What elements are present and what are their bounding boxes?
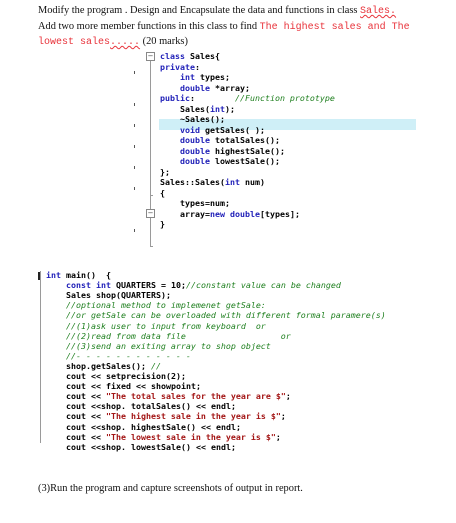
class-code-line-7: ~Sales();: [180, 114, 225, 124]
instruction-line-2: Add two more member functions in this cl…: [38, 20, 410, 34]
main-code-line-4: //optional method to implemenet getSale:: [66, 300, 266, 311]
instruction-line-1: Modify the program . Design and Encapsul…: [38, 4, 396, 18]
main-code-text: int main() { const int QUARTERS = 10;//c…: [46, 270, 451, 452]
squiggle-marker: .....: [110, 37, 141, 48]
class-code-line-2: private:: [160, 61, 200, 72]
main-code-line-18: cout <<shop. lowestSale() << endl;: [66, 441, 236, 452]
class-code-line-4: double *array;: [180, 82, 250, 93]
class-code-text: class Sales{private: int types; double *…: [160, 51, 420, 251]
class-code-line-16: array=new double[types];: [180, 208, 300, 219]
class-code-line-15: types=num;: [180, 198, 230, 208]
main-code-line-15: cout << "The highest sale in the year is…: [66, 411, 286, 422]
class-name-sales: Sales.: [360, 6, 397, 17]
footer-instruction: (3)Run the program and capture screensho…: [38, 483, 303, 494]
highlight-highest-sales: The highest sales and The: [259, 22, 410, 33]
main-code-line-17: cout << "The lowest sale in the year is …: [66, 431, 281, 442]
main-code-line-14: cout <<shop. totalSales() << endl;: [66, 401, 236, 412]
instruction-line-1-prefix: Modify the program . Design and Encapsul…: [38, 5, 361, 16]
main-code-line-8: //(3)send an exiting array to shop objec…: [66, 340, 271, 351]
fold-class-icon: −: [146, 52, 155, 61]
main-code-line-13: cout << "The total sales for the year ar…: [66, 391, 291, 402]
main-code-line-6: //(1)ask user to input from keyboard or: [66, 320, 266, 331]
main-code-line-5: //or getSale can be overloaded with diff…: [66, 310, 386, 321]
main-code-line-12: cout << fixed << showpoint;: [66, 381, 201, 392]
class-code-line-8: void getSales( );: [180, 124, 265, 135]
class-code-line-3: int types;: [180, 72, 230, 82]
class-code-line-6: Sales(int);: [180, 103, 235, 114]
change-bar: [38, 272, 40, 280]
main-code-line-11: cout << setprecision(2);: [66, 371, 186, 381]
class-code-line-12: };: [160, 166, 170, 177]
main-code-line-7: //(2)read from data file or: [66, 330, 291, 341]
main-code-line-16: cout <<shop. highestSale() << endl;: [66, 421, 241, 432]
class-code-line-1: class Sales{: [160, 51, 220, 61]
instruction-line-3: lowest sales..... (20 marks): [38, 35, 188, 49]
main-code-line-10: shop.getSales(); //: [66, 360, 161, 371]
class-code-line-14: {: [160, 187, 165, 198]
main-code-line-1: int main() {: [46, 270, 111, 280]
class-code-line-17: }: [160, 219, 165, 229]
current-line-highlight: [159, 119, 416, 130]
marks-label: (20 marks): [140, 36, 188, 47]
highlight-lowest-sales: lowest sales: [38, 37, 111, 48]
class-code-line-11: double lowestSale();: [180, 156, 280, 166]
class-code-line-9: double totalSales();: [180, 135, 280, 145]
main-code-line-9: //- - - - - - - - - - - -: [66, 350, 191, 361]
class-code-line-5: public: //Function prototype: [160, 93, 335, 103]
main-code-line-2: const int QUARTERS = 10;//constant value…: [66, 280, 341, 291]
main-code-line-3: Sales shop(QUARTERS);: [66, 290, 171, 301]
instruction-line-2-prefix: Add two more member functions in this cl…: [38, 21, 260, 32]
class-code-line-10: double highestSale();: [180, 145, 285, 156]
fold-ctor-icon: −: [146, 209, 155, 218]
class-code-line-13: Sales::Sales(int num): [160, 177, 265, 187]
